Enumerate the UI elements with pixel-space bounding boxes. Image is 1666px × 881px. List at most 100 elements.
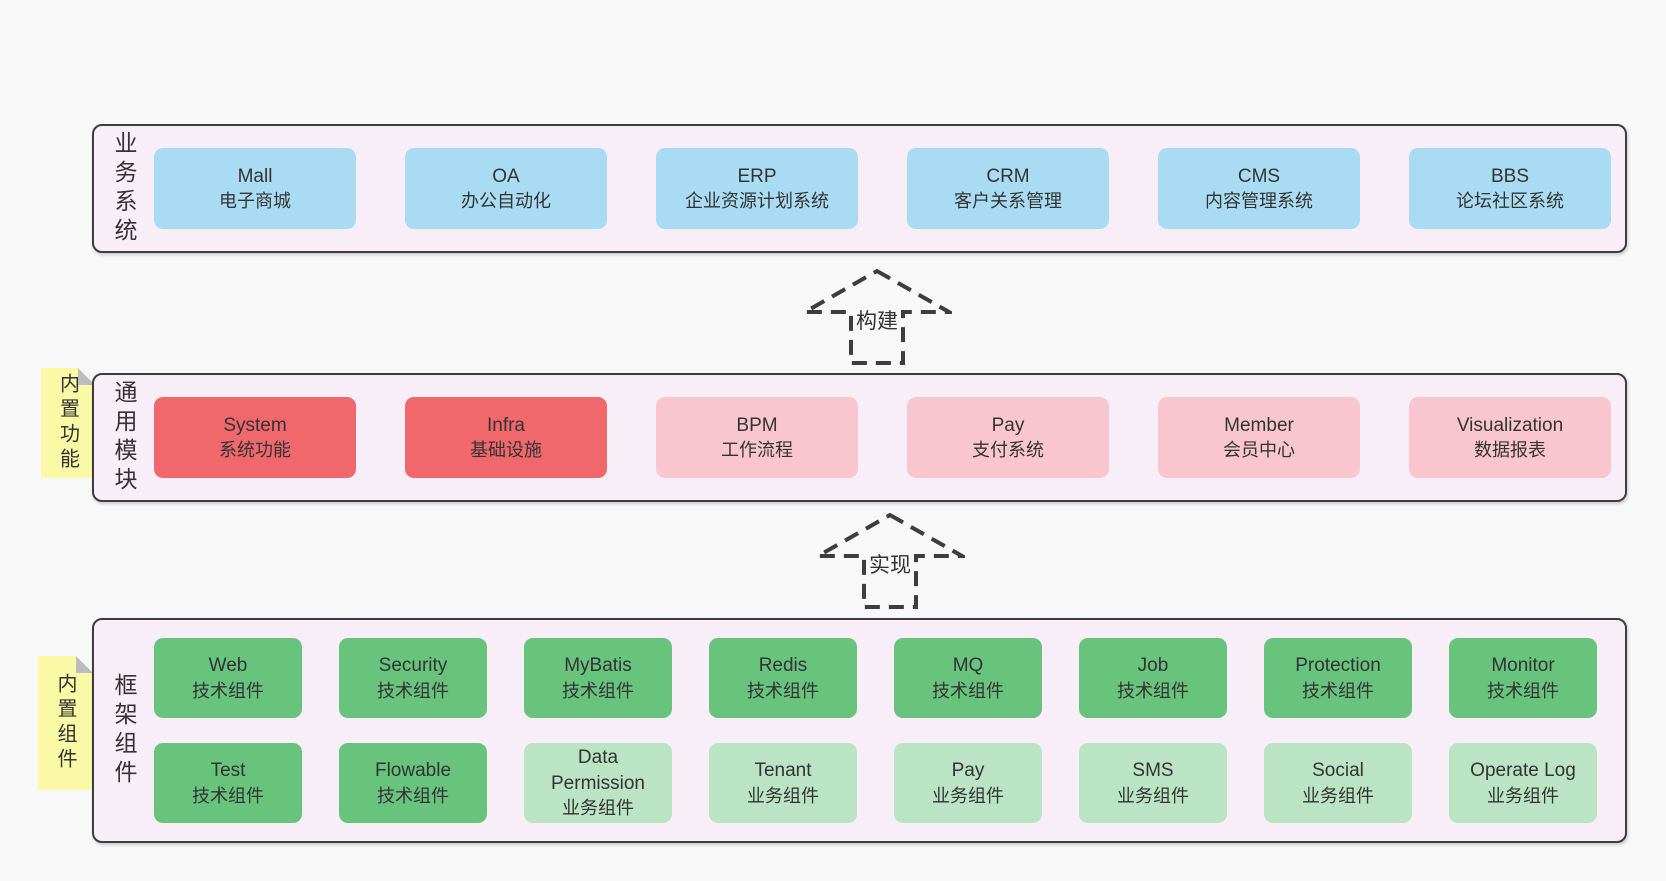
box-subtitle: 业务组件 [747,785,819,806]
common-modules-panel: 通用模块 System 系统功能 Infra 基础设施 BPM 工作流程 Pay 支付系统 Me… [92,373,1627,502]
component-box-member: Member 会员中心 [1158,397,1360,478]
component-box-tenant: Tenant 业务组件 [709,743,857,823]
box-title: Mall [237,165,273,187]
component-box-monitor: Monitor 技术组件 [1449,638,1597,718]
component-box-web: Web 技术组件 [154,638,302,718]
panel-label-text: 业务系统 [111,130,137,247]
box-title: Job [1137,655,1169,677]
box-title: Member [1224,414,1294,436]
box-title: OA [492,165,520,187]
box-title: Infra [486,414,526,436]
implement-arrow-label: 实现 [866,554,914,579]
component-box-test: Test 技术组件 [154,743,302,823]
box-subtitle: 业务组件 [1302,785,1374,806]
component-box-erp: ERP 企业资源计划系统 [656,148,858,229]
box-subtitle: 技术组件 [1117,680,1189,701]
box-title: Flowable [374,760,452,782]
business-systems-boxes: Mall 电子商城 OA 办公自动化 ERP 企业资源计划系统 CRM 客户关系管理 CMS 内容… [154,126,1625,251]
box-title: Pay [991,414,1025,436]
box-title: BPM [736,414,778,436]
component-box-protection: Protection 技术组件 [1264,638,1412,718]
box-subtitle: 数据报表 [1474,440,1546,461]
up-arrow-icon [802,268,952,365]
box-subtitle: 企业资源计划系统 [685,191,829,212]
component-box-operate-log: Operate Log 业务组件 [1449,743,1597,823]
component-box-flowable: Flowable 技术组件 [339,743,487,823]
sticky-note-builtin-functions: 内置功能 [41,368,95,478]
box-subtitle: 工作流程 [721,440,793,461]
box-title: Monitor [1491,655,1555,677]
box-subtitle: 技术组件 [1487,680,1559,701]
component-box-visualization: Visualization 数据报表 [1409,397,1611,478]
box-subtitle: 技术组件 [747,680,819,701]
component-box-redis: Redis 技术组件 [709,638,857,718]
panel-label-modules: 通用模块 [94,375,154,500]
box-subtitle: 业务组件 [932,785,1004,806]
component-box-mq: MQ 技术组件 [894,638,1042,718]
box-subtitle: 技术组件 [377,785,449,806]
box-subtitle: 客户关系管理 [954,191,1062,212]
box-subtitle: 技术组件 [192,680,264,701]
component-box-security: Security 技术组件 [339,638,487,718]
panel-label-text: 通用模块 [111,379,137,496]
box-title: CMS [1237,165,1281,187]
box-title: MyBatis [564,655,632,677]
component-box-pay: Pay 支付系统 [907,397,1109,478]
box-title: Web [208,655,248,677]
box-subtitle: 办公自动化 [461,191,551,212]
box-title: Data Permission [551,747,645,794]
component-box-mybatis: MyBatis 技术组件 [524,638,672,718]
box-title: Pay [951,760,985,782]
box-title: CRM [986,165,1030,187]
box-title: MQ [952,655,984,677]
implement-arrow: 实现 [815,512,965,610]
panel-label-components: 框架组件 [94,620,154,841]
build-arrow-label: 构建 [853,310,901,335]
box-title: ERP [737,165,777,187]
sticky-note-label: 内置功能 [56,373,79,473]
common-modules-boxes: System 系统功能 Infra 基础设施 BPM 工作流程 Pay 支付系统 Member 会… [154,375,1625,500]
box-subtitle: 会员中心 [1223,440,1295,461]
box-subtitle: 基础设施 [470,440,542,461]
box-subtitle: 技术组件 [377,680,449,701]
panel-label-text: 框架组件 [111,672,137,789]
box-subtitle: 电子商城 [219,191,291,212]
component-box-bpm: BPM 工作流程 [656,397,858,478]
build-arrow: 构建 [802,268,952,366]
box-title: Operate Log [1470,760,1576,782]
component-box-cms: CMS 内容管理系统 [1158,148,1360,229]
box-title: Protection [1295,655,1381,677]
panel-label-business: 业务系统 [94,126,154,251]
box-title: Tenant [754,760,812,782]
component-box-mall: Mall 电子商城 [154,148,356,229]
box-title: Redis [758,655,808,677]
box-title: Visualization [1456,414,1564,436]
component-box-oa: OA 办公自动化 [405,148,607,229]
box-title: Security [378,655,448,677]
box-subtitle: 论坛社区系统 [1456,191,1564,212]
box-subtitle: 技术组件 [932,680,1004,701]
box-title: System [223,414,287,436]
box-subtitle: 内容管理系统 [1205,191,1313,212]
box-subtitle: 业务组件 [1487,785,1559,806]
component-box-infra: Infra 基础设施 [405,397,607,478]
box-title: Test [210,760,246,782]
box-subtitle: 系统功能 [219,440,291,461]
box-subtitle: 支付系统 [972,440,1044,461]
box-subtitle: 业务组件 [1117,785,1189,806]
box-subtitle: 技术组件 [1302,680,1374,701]
box-subtitle: 技术组件 [192,785,264,806]
sticky-note-label: 内置组件 [54,673,76,773]
box-title: SMS [1132,760,1174,782]
up-arrow-icon [815,512,965,609]
component-box-pay: Pay 业务组件 [894,743,1042,823]
component-box-job: Job 技术组件 [1079,638,1227,718]
component-box-crm: CRM 客户关系管理 [907,148,1109,229]
box-subtitle: 技术组件 [562,680,634,701]
